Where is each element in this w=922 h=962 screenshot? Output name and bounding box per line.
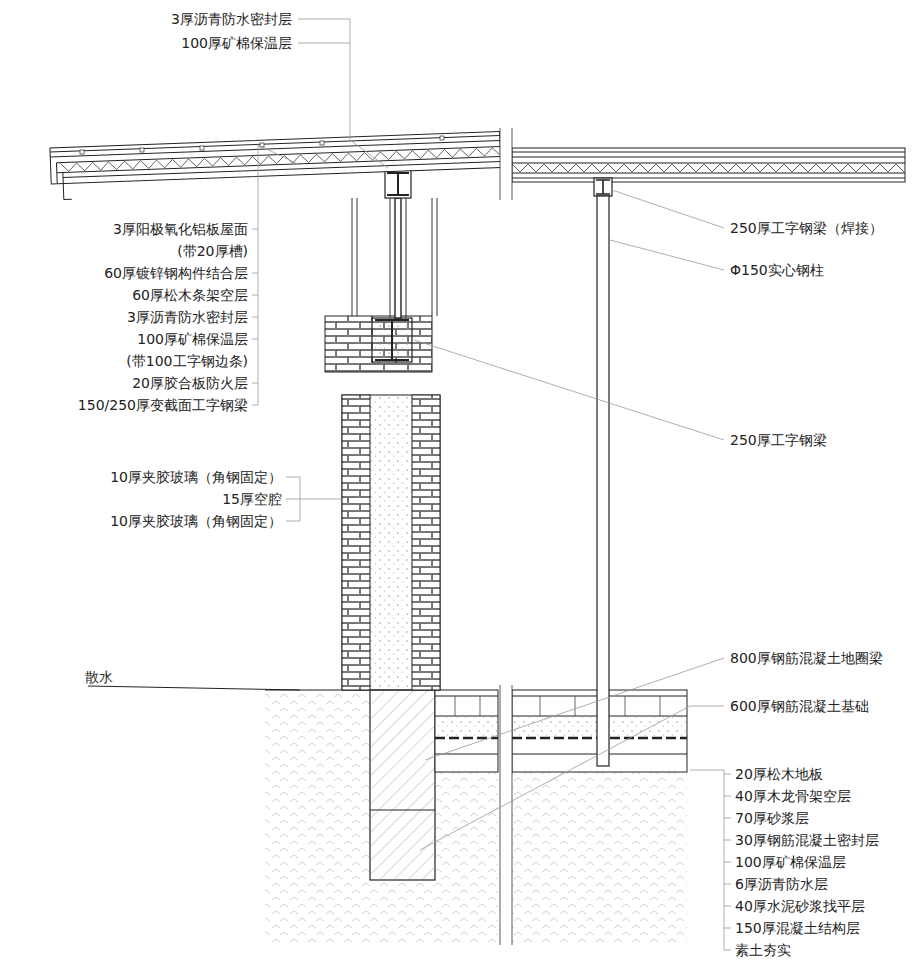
callout-label: 40厚水泥砂浆找平层 <box>735 895 865 917</box>
callout-label: 600厚钢筋混凝土基础 <box>730 695 869 717</box>
callout-label: 20厚松木地板 <box>735 763 823 785</box>
callout-label: 800厚钢筋混凝土地圈梁 <box>730 647 883 669</box>
callout-label: 20厚胶合板防火层 <box>132 372 248 394</box>
callout-label: 10厚夹胶玻璃（角钢固定） <box>110 510 282 532</box>
callout-label: 250厚工字钢梁（焊接） <box>730 217 883 239</box>
callout-label: 素土夯实 <box>735 939 791 961</box>
callout-label: 3厚沥青防水密封层 <box>171 8 292 30</box>
callout-label: 60厚松木条架空层 <box>132 284 248 306</box>
callout-label: 100厚矿棉保温层 (带100工字钢边条) <box>78 328 248 372</box>
callout-label: 10厚夹胶玻璃（角钢固定） <box>110 466 282 488</box>
callout-label: 30厚钢筋混凝土密封层 <box>735 829 879 851</box>
callout-label: 3厚阳极氧化铝板屋面 (带20厚槽) <box>78 218 248 262</box>
callout-label: 150/250厚变截面工字钢梁 <box>78 394 248 416</box>
callout-label: 40厚木龙骨架空层 <box>735 785 851 807</box>
callout-label: Φ150实心钢柱 <box>730 259 824 281</box>
callout-label: 散水 <box>85 666 113 688</box>
callout-label: 6厚沥青防水层 <box>735 873 828 895</box>
callout-label: 15厚空腔 <box>222 488 282 510</box>
callout-label: 70厚砂浆层 <box>735 807 809 829</box>
callout-label: 250厚工字钢梁 <box>730 429 827 451</box>
callout-label: 60厚镀锌钢构件结合层 <box>104 262 248 284</box>
callout-label: 100厚矿棉保温层 <box>181 32 292 54</box>
callout-label: 100厚矿棉保温层 <box>735 851 846 873</box>
callout-label: 150厚混凝土结构层 <box>735 917 860 939</box>
callout-label: 3厚沥青防水密封层 <box>127 306 248 328</box>
